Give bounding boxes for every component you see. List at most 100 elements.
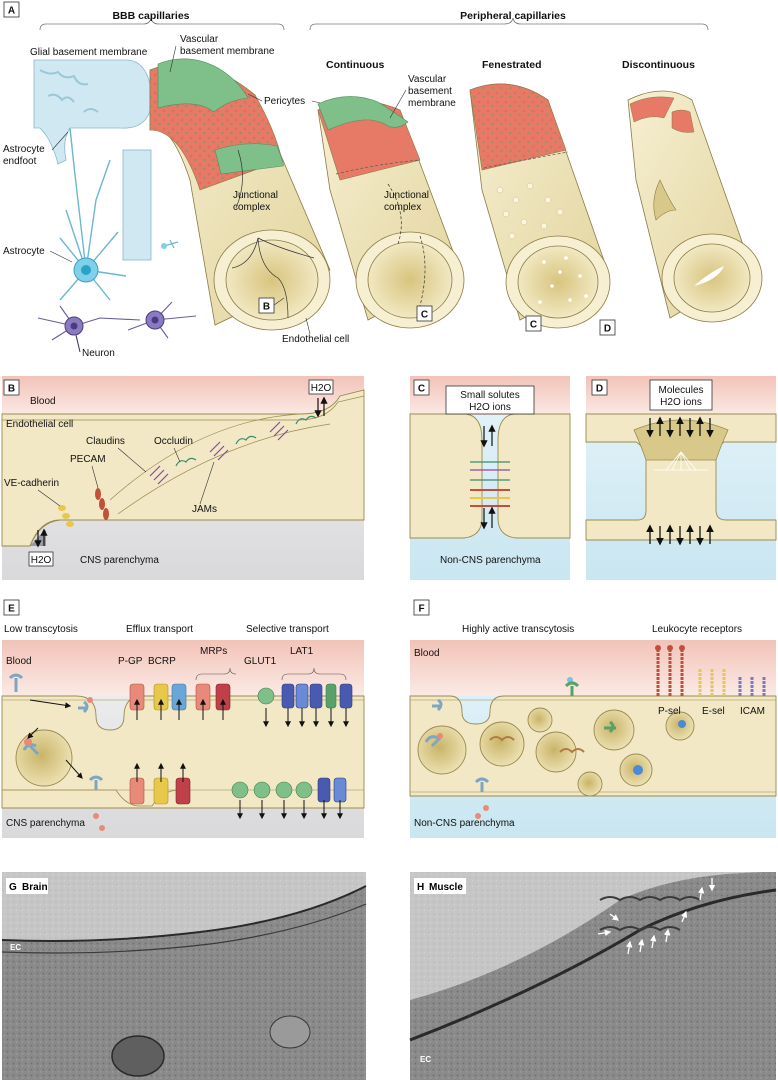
panel-c-box-1: Small solutes: [460, 390, 519, 401]
panel-h-label-bg: [414, 878, 466, 894]
receptor-1: [8, 673, 24, 692]
neuron-1-dendrites: [37, 305, 141, 353]
fenestrated-title: Fenestrated: [482, 59, 542, 71]
panel-a-letter: A: [8, 6, 15, 17]
pecam-protein: [95, 488, 109, 520]
panel-f-letter-box: [413, 599, 430, 616]
glial-bm-label: Glial basement membrane: [30, 47, 148, 58]
peripheral-title: Peripheral capillaries: [460, 10, 566, 22]
panel-h-caveolae-2: [599, 926, 681, 932]
panel-d-letter-box: [591, 379, 608, 396]
panel-a-letter-box: [3, 1, 20, 18]
panel-e: E Low transcytosis Efflux transport Sele…: [1, 599, 365, 838]
bbb-junction-lines: [231, 237, 315, 319]
panel-g-membrane-2: [1, 903, 367, 954]
endfoot-leader: [51, 131, 69, 151]
panel-b-blood-label: Blood: [30, 396, 56, 407]
h2o-top-box: [308, 379, 334, 395]
panel-d-box: [649, 379, 713, 411]
panel-d-diaphragm: [654, 451, 708, 471]
vbm-leader: [169, 45, 177, 73]
transcytosis-arrow-1: [29, 699, 72, 709]
panel-h-endothelium: [409, 888, 777, 1042]
junc-cont-2: complex: [384, 202, 421, 213]
junction-cleft-top: [109, 413, 301, 501]
ligand-3: [99, 825, 105, 831]
panel-f: F Highly active transcytosis Leukocyte r…: [409, 599, 777, 838]
panel-e-exo-pit: [2, 789, 181, 807]
panel-b-letter: B: [8, 384, 15, 395]
efflux-label: Efflux transport: [126, 624, 193, 635]
disc-membrane-fragments: [629, 96, 695, 133]
vbm-cont-1: Vascular: [408, 74, 447, 85]
panel-c-letter: C: [418, 384, 425, 395]
neuron-label: Neuron: [82, 348, 115, 359]
pgp-label: P-GP: [118, 656, 143, 667]
astrocyte-endfoot-shape: [33, 59, 153, 165]
callout-d-box: [599, 319, 616, 336]
vbm-cont-3: membrane: [408, 98, 456, 109]
mrps-brace: [195, 667, 237, 681]
pericytes-label: Pericytes: [264, 96, 305, 107]
bbb-capillary: [149, 58, 331, 331]
panel-f-blood: [410, 640, 776, 696]
h2o-bottom-box: [28, 551, 54, 567]
lat1-brace: [281, 667, 347, 681]
panel-d-box-2: H2O ions: [660, 397, 702, 408]
ligand-1: [24, 738, 32, 746]
transcytosis-arrow-3: [27, 727, 39, 739]
astrocyte-processes: [59, 127, 127, 301]
neuron-leader: [75, 335, 81, 353]
panel-g-label: G: [9, 882, 17, 893]
panel-f-letter: F: [418, 604, 424, 615]
vbm-cont-2: basement: [408, 86, 452, 97]
bbb-title: BBB capillaries: [112, 10, 189, 22]
h2o-top: H2O: [311, 383, 332, 394]
panel-a: A BBB capillaries Peripheral capillaries: [3, 1, 763, 359]
neurons: [37, 301, 197, 353]
panel-h-ec: EC: [420, 1055, 431, 1064]
panel-f-receptor-top: [432, 698, 443, 712]
panel-e-letter: E: [8, 604, 15, 615]
disc-gap: [653, 179, 677, 221]
fen-lumen-pores: [538, 256, 588, 304]
selective-label: Selective transport: [246, 624, 329, 635]
junction-cleft-bottom: [117, 423, 331, 515]
endothelial-leader: [305, 317, 311, 335]
pecam-leader: [91, 465, 99, 489]
pericytes-leader-1: [247, 93, 263, 102]
astrocyte-nucleus: [81, 265, 91, 275]
panel-e-vesicle: [15, 729, 73, 787]
junctional-label-2: complex: [233, 202, 270, 213]
panel-h-caveolae: [599, 896, 701, 902]
callout-c1-box: [416, 305, 433, 322]
astrocyte-label: Astrocyte: [3, 246, 45, 257]
fen-lumen: [517, 245, 599, 319]
vbm-cont-leader: [389, 89, 407, 119]
continuous-capillary: [317, 96, 465, 329]
bbb-lumen: [225, 239, 319, 321]
panel-g-ec: EC: [10, 943, 21, 952]
bbb-brace: [39, 17, 285, 31]
endfoot-label-2: endfoot: [3, 156, 37, 167]
low-transcytosis-label: Low transcytosis: [4, 624, 78, 635]
leukocyte-label: Leukocyte receptors: [652, 624, 742, 635]
callout-c2: C: [530, 320, 537, 331]
fen-pores: [496, 182, 564, 240]
cont-junction-dash: [387, 183, 426, 307]
panel-f-cargo: [424, 677, 686, 819]
panel-g-title: Brain: [22, 882, 48, 893]
bcrp-label: BCRP: [148, 656, 176, 667]
panel-b-letter-box: [3, 379, 20, 396]
callout-c1: C: [421, 310, 428, 321]
jams-leader: [199, 461, 215, 505]
astrocyte-cell: [59, 127, 179, 301]
panel-f-receptor-bottom: [474, 777, 490, 792]
panel-d-letter: D: [596, 384, 603, 395]
peripheral-brace: [309, 17, 709, 31]
panel-d-arrows-bottom: [646, 524, 714, 546]
panel-b-cns-label: CNS parenchyma: [80, 555, 159, 566]
endfoot-label-1: Astrocyte: [3, 144, 45, 155]
panel-c-junction-proteins: [470, 461, 510, 507]
